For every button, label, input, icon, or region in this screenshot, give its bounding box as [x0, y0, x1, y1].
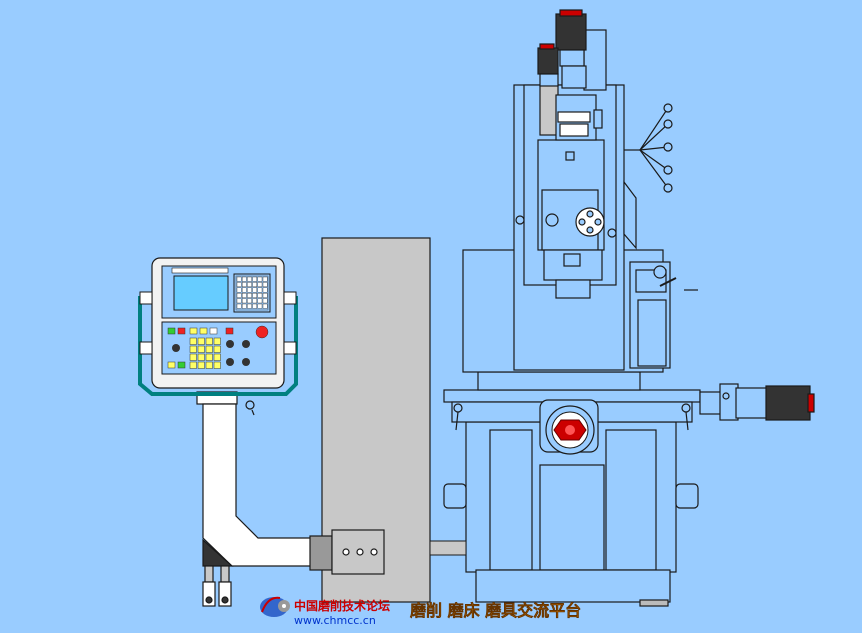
- keypad-key: [252, 293, 258, 298]
- operator-key: [213, 353, 221, 361]
- operator-keys: [167, 325, 269, 339]
- keypad-key: [252, 303, 258, 309]
- watermark: 中国磨削技术论坛 www.chmcc.cn 磨削 磨床 磨具交流平台: [260, 596, 581, 627]
- operator-key: [197, 361, 205, 369]
- keypad-grid: [235, 275, 269, 311]
- keypad-key: [252, 298, 258, 304]
- keypad-key: [241, 298, 247, 304]
- forum-title-cn: 中国磨削技术论坛: [294, 598, 390, 613]
- knobs: [172, 340, 250, 366]
- forum-url: www.chmcc.cn: [294, 614, 376, 627]
- keypad-key: [257, 298, 263, 304]
- operator-key: [189, 361, 197, 369]
- forum-logo-icon: [260, 596, 290, 617]
- keypad-key: [262, 293, 268, 298]
- keypad-key: [257, 293, 263, 298]
- keypad-key: [262, 303, 268, 309]
- screen: [173, 275, 229, 311]
- keypad-key: [257, 282, 263, 287]
- operator-key: [213, 361, 221, 369]
- cnc-control-panel: [138, 257, 298, 396]
- spindle-slide: [515, 84, 617, 299]
- operator-key: [213, 337, 221, 345]
- keypad-key: [257, 287, 263, 293]
- feed-motor: [699, 383, 815, 421]
- operator-key: [205, 353, 213, 361]
- keypad-key: [247, 287, 252, 293]
- slogan-cn: 磨削 磨床 磨具交流平台: [410, 601, 581, 620]
- keypad-key: [241, 282, 247, 287]
- keypad-key: [247, 303, 252, 309]
- keypad-key: [262, 282, 268, 287]
- spindle-motors: [537, 9, 587, 89]
- keypad-key: [252, 282, 258, 287]
- lower-keys: [167, 361, 186, 369]
- keypad-key: [262, 298, 268, 304]
- keypad-key: [257, 303, 263, 309]
- operator-key: [197, 337, 205, 345]
- keypad-key: [236, 298, 242, 304]
- operator-key: [189, 337, 197, 345]
- keypad-key: [247, 282, 252, 287]
- operator-key: [205, 337, 213, 345]
- keypad-key: [262, 287, 268, 293]
- cable-fan: [623, 103, 673, 250]
- connector-bar: [429, 540, 467, 556]
- keypad-key: [236, 276, 242, 282]
- operator-key: [197, 345, 205, 353]
- operator-key: [205, 345, 213, 353]
- keypad-key: [262, 276, 268, 282]
- emergency-stop-icon: [255, 325, 269, 339]
- operator-key: [189, 353, 197, 361]
- keypad-key: [236, 287, 242, 293]
- keypad-key: [236, 303, 242, 309]
- keypad-key: [247, 298, 252, 304]
- keypad-key: [252, 287, 258, 293]
- operator-key: [205, 361, 213, 369]
- panel-hinges: [139, 291, 297, 355]
- keypad-key: [252, 276, 258, 282]
- keypad-key: [236, 293, 242, 298]
- keypad-key: [247, 293, 252, 298]
- operator-key: [189, 345, 197, 353]
- operator-key: [213, 345, 221, 353]
- keypad-key: [241, 276, 247, 282]
- keypad-key: [241, 287, 247, 293]
- keypad-key: [236, 282, 242, 287]
- operator-key: [197, 353, 205, 361]
- keypad-key: [247, 276, 252, 282]
- keypad-key: [241, 303, 247, 309]
- handwheel: [539, 399, 599, 455]
- keypad-key: [241, 293, 247, 298]
- keypad-key: [257, 276, 263, 282]
- yellow-keypad: [189, 337, 221, 369]
